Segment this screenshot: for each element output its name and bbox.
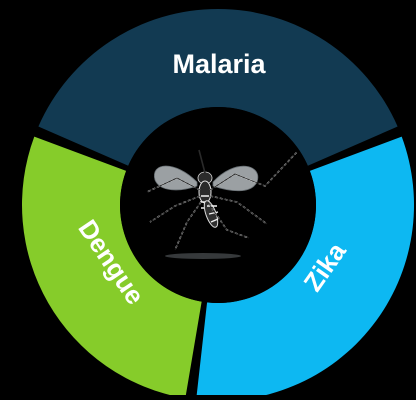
segment-label-malaria: Malaria — [172, 49, 266, 79]
center-circle — [120, 107, 316, 303]
